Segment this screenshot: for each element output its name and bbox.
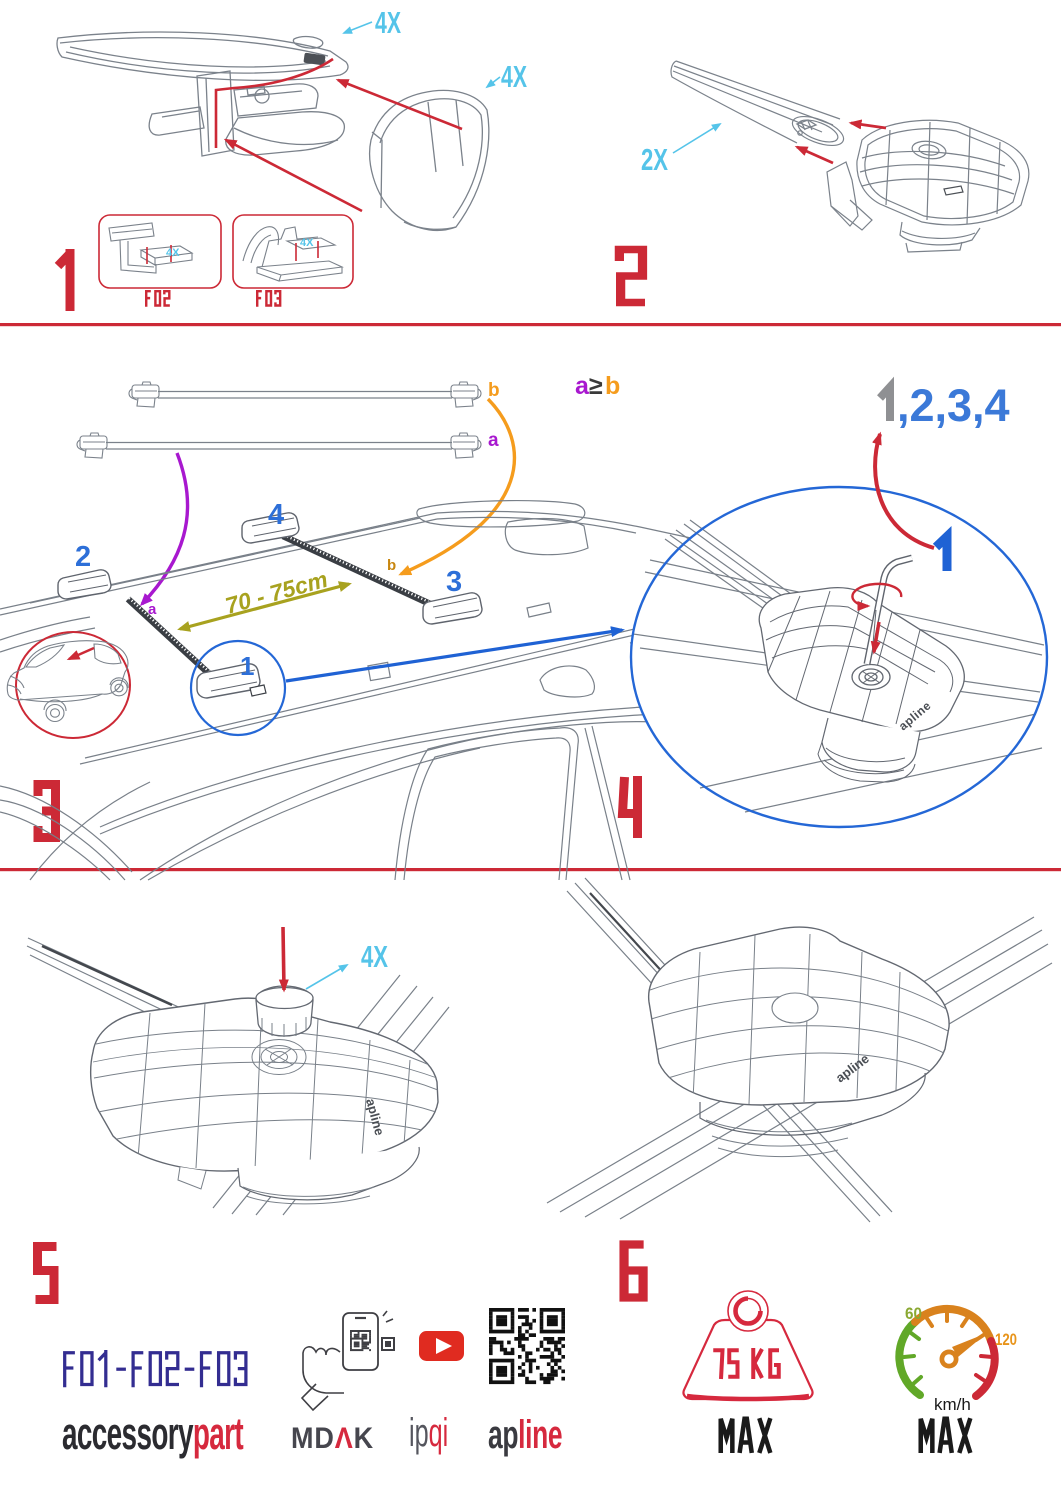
svg-text:4X: 4X [166,247,180,259]
svg-text:4: 4 [268,499,284,531]
svg-text:b: b [605,372,620,400]
svg-text:3: 3 [446,566,462,598]
svg-text:accessorypart: accessorypart [62,1408,243,1458]
svg-text:1: 1 [240,651,254,681]
svg-text:4X: 4X [361,939,388,974]
svg-text:2X: 2X [641,142,668,177]
svg-text:2: 2 [75,541,91,573]
svg-text:apline: apline [488,1413,562,1458]
svg-text:MDΛK: MDΛK [291,1422,374,1456]
svg-text:b: b [488,380,500,401]
svg-text:4X: 4X [300,237,314,249]
svg-text:4X: 4X [501,59,527,94]
svg-text:a: a [575,372,590,400]
svg-text:b: b [387,557,396,574]
svg-text:120: 120 [995,1330,1017,1349]
svg-text:4X: 4X [375,5,401,40]
svg-text:,2,3,4: ,2,3,4 [897,380,1010,431]
svg-text:≥: ≥ [589,372,603,400]
svg-text:km/h: km/h [934,1395,971,1414]
svg-text:ipqi: ipqi [409,1411,448,1455]
svg-text:60: 60 [905,1304,922,1323]
svg-text:a: a [148,601,157,618]
svg-text:a: a [488,430,499,451]
